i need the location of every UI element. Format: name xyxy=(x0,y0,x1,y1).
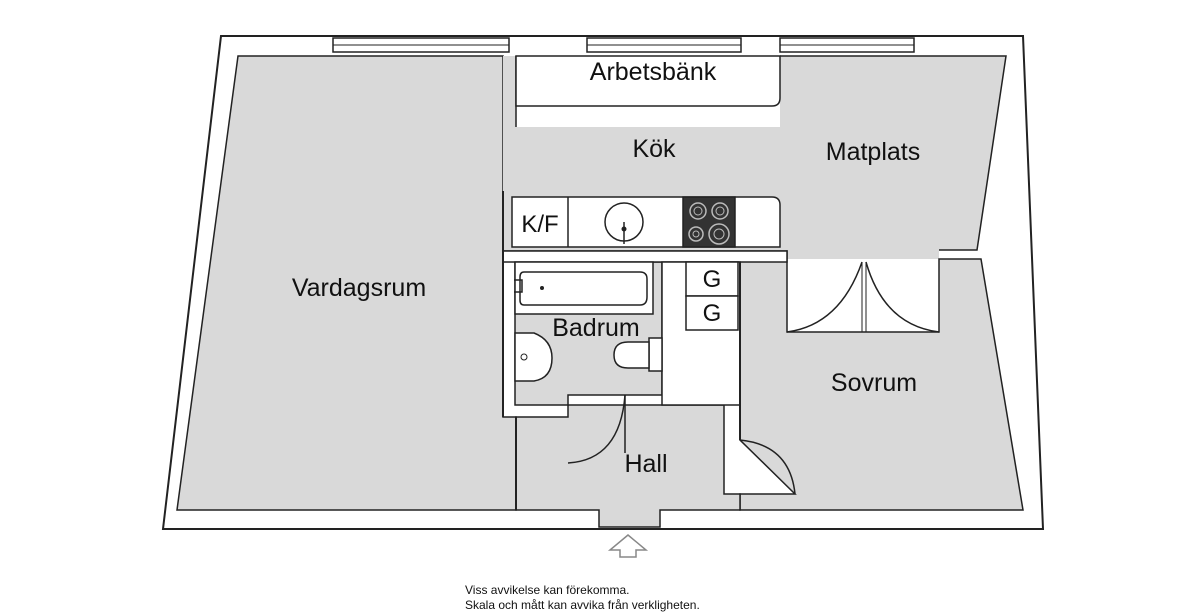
wardrobe-2 xyxy=(685,295,739,331)
label-badrum: Badrum xyxy=(552,314,640,342)
label-sovrum: Sovrum xyxy=(831,369,917,397)
wardrobe-1 xyxy=(685,261,739,297)
label-hall: Hall xyxy=(624,450,667,478)
door-badrum xyxy=(567,394,626,464)
stove-icon xyxy=(682,196,736,248)
label-fridge-freezer: K/F xyxy=(521,211,558,238)
entrance-arrow-icon xyxy=(607,534,649,558)
arbetsbank-counter xyxy=(515,55,781,107)
bathtub-icon xyxy=(514,261,654,315)
wall-kitchen-bath xyxy=(502,250,788,263)
door-sovrum xyxy=(786,261,940,333)
window-3 xyxy=(779,37,915,53)
disclaimer-line-1: Viss avvikelse kan förekomma. xyxy=(465,583,630,597)
disclaimer-line-2: Skala och mått kan avvika från verklighe… xyxy=(465,598,700,612)
washbasin-icon xyxy=(514,332,553,382)
label-arbetsbank: Arbetsbänk xyxy=(590,58,717,86)
label-vardagsrum: Vardagsrum xyxy=(292,274,426,302)
label-matplats: Matplats xyxy=(826,138,920,166)
window-2 xyxy=(586,37,742,53)
label-wardrobe-1: G xyxy=(703,266,722,293)
window-1 xyxy=(332,37,510,53)
sink-icon xyxy=(604,202,644,244)
toilet-icon xyxy=(613,337,663,372)
label-wardrobe-2: G xyxy=(703,300,722,327)
label-kok: Kök xyxy=(632,135,676,163)
door-hall-sovrum xyxy=(739,439,796,495)
